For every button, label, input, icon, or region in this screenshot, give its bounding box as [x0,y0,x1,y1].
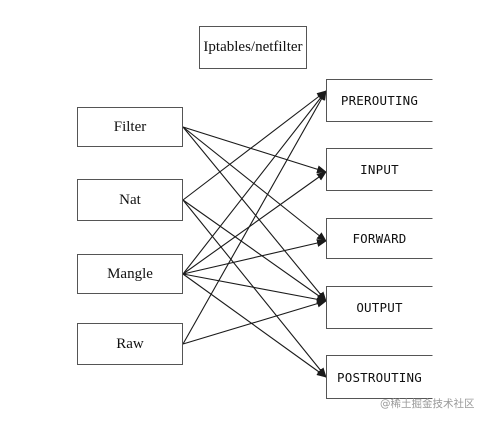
table-filter: Filter [77,107,183,147]
arrow-filter-to-forward [182,126,327,242]
arrow-mangle-to-forward [182,239,327,275]
chain-prerouting: PREROUTING [326,79,433,122]
table-mangle: Mangle [77,254,183,294]
arrow-nat-to-postrouting [182,199,327,378]
arrow-nat-to-prerouting [182,90,327,201]
arrow-raw-to-output [182,299,327,345]
chain-postrouting: POSTROUTING [326,355,433,399]
arrow-mangle-to-output [182,273,327,304]
arrow-nat-to-output [182,199,327,302]
chain-output: OUTPUT [326,286,433,329]
arrow-filter-to-input [182,126,327,174]
arrow-mangle-to-prerouting [182,90,327,275]
arrow-filter-to-output [182,126,327,302]
chain-input: INPUT [326,148,433,191]
diagram-title: Iptables/netfilter [199,26,307,69]
arrow-mangle-to-input [182,171,327,275]
table-raw: Raw [77,323,183,365]
arrow-mangle-to-postrouting [182,273,327,378]
table-nat: Nat [77,179,183,221]
watermark: @稀土掘金技术社区 [380,398,475,410]
chain-forward: FORWARD [326,218,433,259]
arrow-raw-to-prerouting [182,90,327,345]
